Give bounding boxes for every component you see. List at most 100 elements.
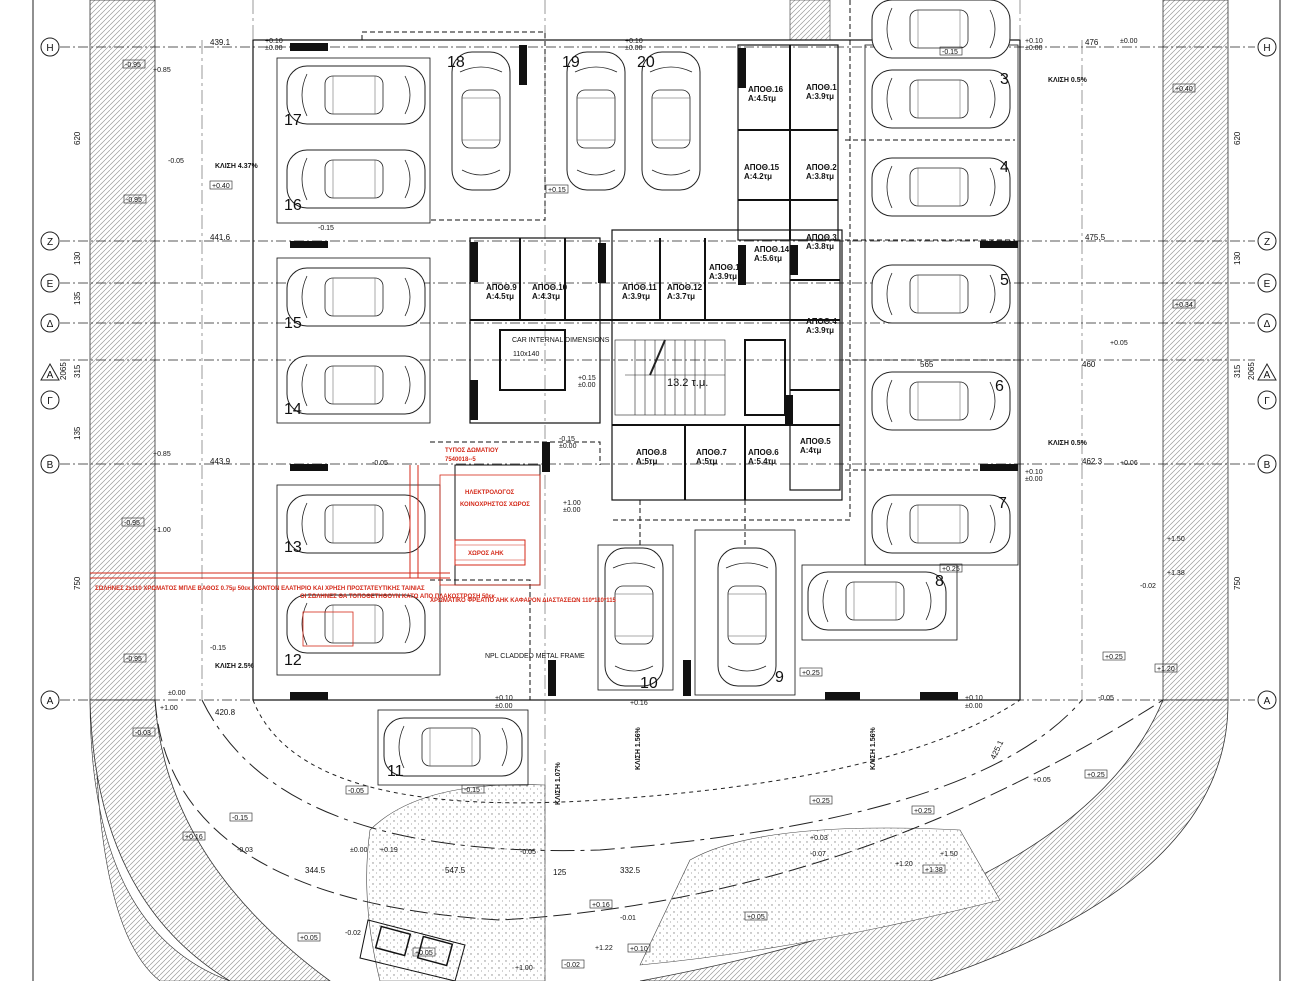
svg-text:-0.02: -0.02 [345,930,361,937]
storage-area: Α:4.3τμ [532,292,560,301]
level-marker: +0.15 [545,184,569,194]
svg-text:476: 476 [1085,38,1099,47]
svg-text:+1.22: +1.22 [595,945,613,952]
level-marker: +1.00 [563,500,581,507]
svg-text:±0.00: ±0.00 [1025,45,1043,52]
svg-text:+1.20: +1.20 [1157,666,1175,673]
level-marker: -0.15 [559,436,575,443]
level-marker: +0.25 [1102,651,1126,661]
level-marker: ±0.00 [1025,476,1043,483]
level-marker: -0.02 [345,930,361,937]
car [566,51,626,191]
red-annotations: ΗΛΕΚΤΡΟΛΟΓΟΣ ΚΟΙΝΟΧΡΗΣΤΟΣ ΧΩΡΟΣ ΧΩΡΟΣ ΑΗ… [90,448,617,647]
svg-text:441.6: 441.6 [210,233,231,242]
level-marker: +0.19 [380,847,398,854]
svg-text:ΚΛΙΣΗ 1.56%: ΚΛΙΣΗ 1.56% [870,727,877,770]
storage-code: ΑΠΟΘ.14 [754,245,790,254]
car [286,65,426,125]
level-marker: +1.20 [1154,663,1178,673]
car [604,547,664,687]
svg-text:+1.00: +1.00 [153,527,171,534]
svg-text:135: 135 [73,291,82,305]
level-marker: +0.40 [209,180,233,190]
svg-text:420.8: 420.8 [215,708,236,717]
grid-marker: Η [1257,37,1277,57]
storage-code: ΑΠΟΘ.15 [744,163,780,172]
level-marker: +0.85 [153,451,171,458]
svg-text:-0.05: -0.05 [1098,695,1114,702]
svg-text:-0.03: -0.03 [237,847,253,854]
svg-text:Α: Α [47,696,54,707]
cars [286,0,1011,777]
level-marker: +0.16 [630,700,648,707]
grid-marker: Α [1257,690,1277,710]
svg-text:ΤΥΠΟΣ ΔΩΜΑΤΙΟΥ: ΤΥΠΟΣ ΔΩΜΑΤΙΟΥ [445,448,499,454]
car-internal-label: CAR INTERNAL DIMENSIONS [512,337,610,344]
svg-text:-0.15: -0.15 [210,645,226,652]
parking-number: 20 [637,54,655,71]
svg-text:Γ: Γ [47,396,53,407]
svg-text:+0.10: +0.10 [625,38,643,45]
svg-text:+0.16: +0.16 [185,834,203,841]
storage-area: Α:5τμ [636,457,657,466]
svg-text:+0.10: +0.10 [630,946,648,953]
storage-code: ΑΠΟΘ.12 [667,283,703,292]
storage-area: Α:3.7τμ [667,292,695,301]
level-marker: -0.05 [345,785,369,795]
storage-code: ΑΠΟΘ.7 [696,448,727,457]
parking-number: 16 [284,197,302,214]
svg-text:+0.10: +0.10 [965,695,983,702]
svg-text:+1.38: +1.38 [1167,570,1185,577]
svg-text:425.1: 425.1 [989,738,1006,760]
level-marker: -0.05 [372,460,388,467]
svg-text:+0.16: +0.16 [592,902,610,909]
grid-marker: Α [1257,362,1277,381]
svg-text:620: 620 [1233,131,1242,145]
svg-text:+0.25: +0.25 [1087,772,1105,779]
level-marker: +1.50 [1167,536,1185,543]
level-marker: +0.25 [809,795,833,805]
svg-text:ΚΛΙΣΗ 0.5%: ΚΛΙΣΗ 0.5% [1048,440,1088,447]
svg-text:Β: Β [47,460,54,471]
svg-text:439.1: 439.1 [210,38,231,47]
svg-text:-0.95: -0.95 [126,656,142,663]
level-marker: ±0.00 [1025,45,1043,52]
level-marker: +0.10 [265,38,283,45]
svg-text:+0.05: +0.05 [415,950,433,957]
grid-marker: Ζ [1257,231,1277,251]
svg-text:+0.19: +0.19 [380,847,398,854]
grid-marker: Δ [1257,313,1277,333]
parking-number: 17 [284,112,302,129]
grid-marker: Η [40,37,60,57]
car [807,571,947,631]
svg-text:Η: Η [1263,43,1270,54]
storage-code: ΑΠΟΘ.1 [806,83,837,92]
svg-text:2065: 2065 [1247,362,1256,380]
level-marker: -0.05 [1098,695,1114,702]
level-marker: +1.00 [515,965,533,972]
level-marker: +0.25 [939,563,963,573]
svg-text:+0.25: +0.25 [812,798,830,805]
svg-text:332.5: 332.5 [620,866,641,875]
storage-area: Α:3.9τμ [806,92,834,101]
grid-marker: Ε [1257,273,1277,293]
svg-text:Α: Α [1264,370,1271,381]
parking-number: 14 [284,401,302,418]
svg-text:565: 565 [920,360,934,369]
svg-text:+1.00: +1.00 [515,965,533,972]
level-marker: -0.07 [810,851,826,858]
parking-number: 9 [775,669,784,686]
car [383,717,523,777]
level-marker: ±0.00 [578,382,596,389]
svg-text:460: 460 [1082,360,1096,369]
level-marker: +0.25 [1084,769,1108,779]
service-lines [361,0,1015,700]
car [286,594,426,654]
level-marker: ±0.00 [563,507,581,514]
svg-text:+0.05: +0.05 [1033,777,1051,784]
svg-text:Γ: Γ [1264,396,1270,407]
svg-text:-0.03: -0.03 [135,730,151,737]
staircase [614,339,726,416]
grid-marker: Ζ [40,231,60,251]
svg-text:+0.10: +0.10 [495,695,513,702]
